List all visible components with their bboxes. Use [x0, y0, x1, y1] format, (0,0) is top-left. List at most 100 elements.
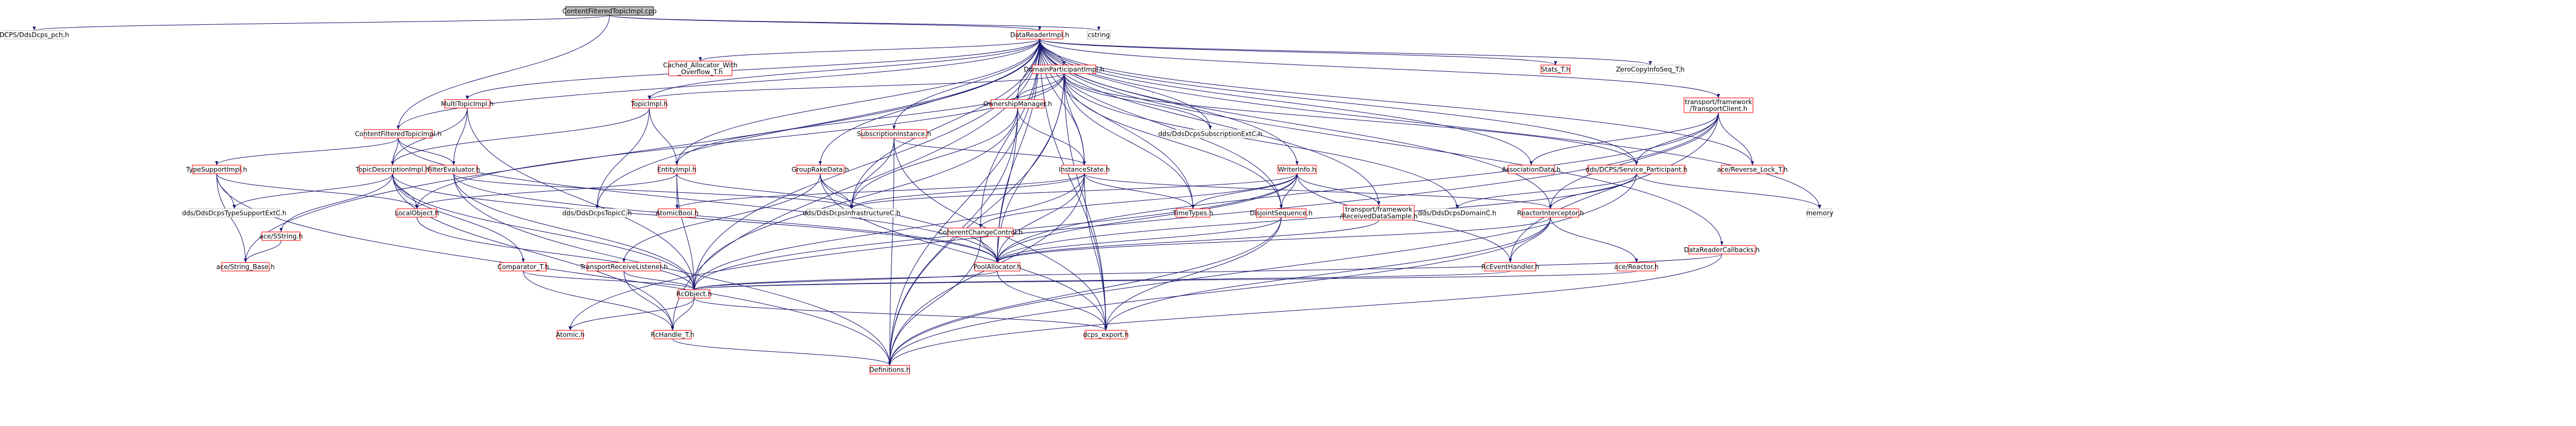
- node-typedesc[interactable]: TopicDescriptionImpl.h: [355, 165, 429, 174]
- node-label-zerocopy: ZeroCopyInfoSeq_T.h: [1616, 66, 1685, 74]
- edge-writerinfo-to-infraC: [850, 173, 1298, 209]
- node-label-poolalloc: PoolAllocator.h: [973, 263, 1022, 271]
- node-multitopic[interactable]: MultiTopicImpl.h: [441, 99, 494, 109]
- edge-filtereval-to-poolalloc: [453, 173, 999, 263]
- node-box-acereactor: [1617, 262, 1656, 272]
- node-box-servicepart: [1587, 165, 1686, 174]
- node-label-topicC: dds/DdsDcpsTopicC.h: [562, 209, 632, 217]
- node-label-assocdata: AssociationData.h: [1502, 166, 1561, 174]
- edge-root-to-cstring: [609, 15, 1100, 31]
- edge-ownmgr-to-infraC: [850, 107, 1018, 209]
- node-box-coherent: [947, 227, 1014, 237]
- edge-entityimpl-to-localobj: [415, 173, 677, 209]
- node-label-rchandle: RcHandle_T.h: [651, 331, 694, 339]
- node-disjoint[interactable]: DisjointSequence.h: [1250, 208, 1313, 218]
- node-label-localobj: LocalObject.h: [395, 209, 439, 217]
- node-typesupport[interactable]: TypeSupportImpl.h: [186, 165, 247, 174]
- edge-ownmgr-to-inststate: [1017, 107, 1086, 166]
- node-inststate[interactable]: InstanceState.h: [1059, 165, 1110, 174]
- edge-servicepart-to-domainC: [1455, 173, 1637, 209]
- node-rchandle[interactable]: RcHandle_T.h: [651, 330, 695, 339]
- node-box-groupro: [796, 165, 845, 174]
- node-stringbase[interactable]: ace/String_Base.h: [216, 262, 275, 272]
- edge-dpimpl-to-timetypes: [1063, 73, 1195, 209]
- node-label-atomic: Atomic.h: [556, 331, 585, 339]
- node-acereactor[interactable]: ace/Reactor.h: [1614, 262, 1659, 272]
- edge-rchandle-to-definitions: [672, 338, 891, 366]
- node-domainC: dds/DdsDcpsDomainC.h: [1418, 208, 1496, 218]
- node-statsT[interactable]: Stats_T.h: [1540, 64, 1571, 74]
- edge-dpimpl-to-domainC: [1063, 73, 1459, 209]
- node-label-servicepart: dds/DCPS/Service_Participant.h: [1586, 166, 1687, 174]
- edge-dpimpl-to-subext: [1063, 73, 1212, 130]
- node-groupro[interactable]: GroupRakeData.h: [791, 165, 849, 174]
- node-cached[interactable]: Cached_Allocator_With_Overflow_T.h: [663, 61, 738, 76]
- node-localobj[interactable]: LocalObject.h: [395, 208, 439, 218]
- node-timetypes[interactable]: TimeTypes.h: [1172, 208, 1213, 218]
- node-box-dpimpl: [1032, 64, 1096, 74]
- node-comparator[interactable]: Comparator_T.h: [497, 262, 549, 272]
- node-recvsample[interactable]: transport/framework/ReceivedDataSample.h: [1340, 205, 1418, 221]
- node-infraC: dds/DdsDcpsInfrastructureC.h: [803, 208, 901, 218]
- node-transclient[interactable]: transport/framework/TransportClient.h: [1683, 97, 1754, 113]
- node-writerinfo[interactable]: WriterInfo.h: [1277, 165, 1317, 174]
- node-box-inststate: [1061, 165, 1108, 174]
- edge-multitopic-to-filtereval: [452, 107, 468, 166]
- node-translistener[interactable]: TransportReceiveListener.h: [579, 262, 668, 272]
- edge-drimpl-to-servicepart: [1039, 38, 1638, 166]
- edge-dpimpl-to-inststate: [1063, 73, 1086, 166]
- node-label-acereactor: ace/Reactor.h: [1614, 263, 1659, 271]
- node-cstring: cstring: [1087, 30, 1111, 40]
- edge-dpimpl-to-entityimpl: [675, 73, 1065, 166]
- node-drcallbacks[interactable]: DataReaderCallbacks.h: [1684, 245, 1760, 255]
- node-dcpsexport[interactable]: dcps_export.h: [1083, 330, 1129, 339]
- node-poolalloc[interactable]: PoolAllocator.h: [973, 262, 1022, 272]
- node-drimpl[interactable]: DataReaderImpl.h: [1010, 30, 1069, 40]
- node-coherent[interactable]: CoherentChangeControl.h: [938, 227, 1023, 237]
- node-atomicbool[interactable]: AtomicBool.h: [656, 208, 699, 218]
- edge-typedesc-to-localobj: [392, 173, 419, 209]
- node-label-writerinfo: WriterInfo.h: [1278, 166, 1316, 174]
- edge-typesupport-to-stringbase: [216, 173, 247, 263]
- node-label-cached: Cached_Allocator_With: [663, 61, 738, 69]
- node-sstring[interactable]: ace/SString.h: [260, 231, 303, 241]
- node-box-typesupport: [192, 165, 242, 174]
- edge-topicimpl-to-typedesc: [391, 107, 650, 166]
- edge-rceventhandler-to-rcobject: [692, 270, 1511, 290]
- edge-typedesc-to-comparator: [392, 173, 525, 263]
- edge-sstring-to-stringbase: [244, 240, 282, 263]
- edge-groupro-to-poolalloc: [820, 173, 999, 263]
- node-box-cftimpl: [364, 129, 433, 139]
- edge-drimpl-to-assocdata: [1039, 38, 1533, 166]
- edge-dpimpl-to-servicepart: [1063, 73, 1638, 166]
- edge-disjoint-to-dcpsexport: [1104, 217, 1282, 331]
- node-topicimpl[interactable]: TopicImpl.h: [631, 99, 668, 109]
- edge-servicepart-to-poolalloc: [996, 173, 1637, 263]
- node-cftimpl[interactable]: ContentFilteredTopicImpl.h: [355, 129, 442, 139]
- edge-inststate-to-timetypes: [1084, 173, 1195, 209]
- node-atomic[interactable]: Atomic.h: [556, 330, 585, 339]
- node-rceventhandler[interactable]: RcEventHandler.h: [1481, 262, 1539, 272]
- node-revlock[interactable]: ace/Reverse_Lock_T.h: [1717, 165, 1788, 174]
- node-assocdata[interactable]: AssociationData.h: [1502, 165, 1561, 174]
- node-definitions[interactable]: Definitions.h: [869, 365, 911, 375]
- node-dpimpl[interactable]: DomainParticipantImpl.h: [1024, 64, 1104, 74]
- node-rcobject[interactable]: RcObject.h: [677, 289, 712, 299]
- node-ownmgr[interactable]: OwnershipManager.h: [983, 99, 1052, 109]
- node-label-ownmgr: OwnershipManager.h: [983, 100, 1052, 108]
- node-filtereval[interactable]: FilterEvaluator.h: [427, 165, 480, 174]
- node-reactorint[interactable]: ReactorInterceptor.h: [1517, 208, 1584, 218]
- node-box-timetypes: [1175, 208, 1211, 218]
- edge-inststate-to-infraC: [850, 173, 1085, 209]
- edge-comparator-to-rchandle: [523, 270, 674, 331]
- edge-poolalloc-to-dcpsexport: [997, 270, 1108, 331]
- node-label-comparator: Comparator_T.h: [497, 263, 549, 271]
- edge-transclient-to-poolalloc: [996, 112, 1719, 263]
- node-entityimpl[interactable]: EntityImpl.h: [657, 165, 697, 174]
- node-subinst[interactable]: SubscriptionInstance.h: [857, 129, 931, 139]
- node-label-memory: memory: [1806, 209, 1833, 217]
- edge-translistener-to-rcobject: [623, 270, 696, 290]
- node-root: ContentFilteredTopicImpl.cpp: [562, 6, 657, 16]
- node-servicepart[interactable]: dds/DCPS/Service_Participant.h: [1586, 165, 1687, 174]
- edge-transclient-to-revlock: [1718, 112, 1754, 166]
